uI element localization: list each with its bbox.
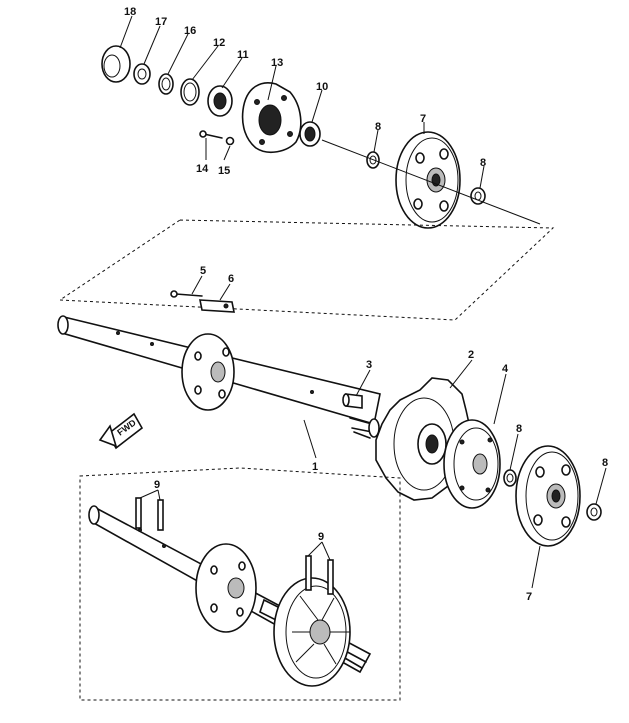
washer-part-16 xyxy=(158,73,174,95)
bearing-housing-part-13 xyxy=(241,82,302,154)
callout-8-mid: 8 xyxy=(516,423,522,435)
seal-part-18 xyxy=(101,45,131,83)
nut-part-17 xyxy=(133,63,151,85)
bearing-part-10 xyxy=(299,121,321,147)
wheel-part-4 xyxy=(443,419,501,509)
washer-part-8-right xyxy=(586,503,602,521)
bolt-part-5 xyxy=(170,290,203,298)
callout-5: 5 xyxy=(200,265,206,277)
callout-18: 18 xyxy=(124,6,136,18)
idler-wheel-part-7-mid xyxy=(515,445,581,547)
idler-wheel-part-7-top xyxy=(395,131,461,229)
inset-hub-wheel xyxy=(195,543,257,633)
callout-8-top-right: 8 xyxy=(480,157,486,169)
callout-14: 14 xyxy=(196,163,209,175)
leader-lines xyxy=(119,15,607,589)
inset-idler-wheel xyxy=(273,577,351,687)
callout-labels: 18 17 16 12 11 13 10 8 7 8 14 15 5 6 3 2… xyxy=(124,6,608,603)
callout-4: 4 xyxy=(502,363,509,375)
snap-ring-part-12 xyxy=(180,78,200,106)
callout-9-right: 9 xyxy=(318,531,324,543)
callout-10: 10 xyxy=(316,81,328,93)
callout-9-left: 9 xyxy=(154,479,160,491)
reference-outline xyxy=(58,219,555,321)
spring-pins-part-9-left xyxy=(135,497,164,531)
callout-6: 6 xyxy=(228,273,234,285)
callout-17: 17 xyxy=(155,16,167,28)
callout-11: 11 xyxy=(237,49,249,61)
collar-part-3 xyxy=(342,393,363,409)
callout-3: 3 xyxy=(366,359,372,371)
washer-part-8-mid xyxy=(503,469,517,487)
nut-part-15 xyxy=(225,136,235,146)
callout-15: 15 xyxy=(218,165,230,177)
washer-part-8-top-right xyxy=(470,187,486,205)
callout-8-right: 8 xyxy=(602,457,608,469)
callout-7-bottom: 7 xyxy=(526,591,532,603)
callout-16: 16 xyxy=(184,25,196,37)
bracket-part-6 xyxy=(199,299,235,313)
inset-box xyxy=(79,467,401,701)
callout-13: 13 xyxy=(271,57,283,69)
callout-7-top: 7 xyxy=(420,113,426,125)
bearing-part-11 xyxy=(207,85,233,117)
wheel-hub-on-shaft xyxy=(181,333,235,411)
callout-12: 12 xyxy=(213,37,225,49)
callout-2: 2 xyxy=(468,349,474,361)
callout-1: 1 xyxy=(312,461,318,473)
bolt-part-14 xyxy=(199,130,223,139)
forward-arrow-icon: FWD xyxy=(98,412,144,450)
top-axis-line xyxy=(321,139,541,225)
callout-8-top: 8 xyxy=(375,121,381,133)
